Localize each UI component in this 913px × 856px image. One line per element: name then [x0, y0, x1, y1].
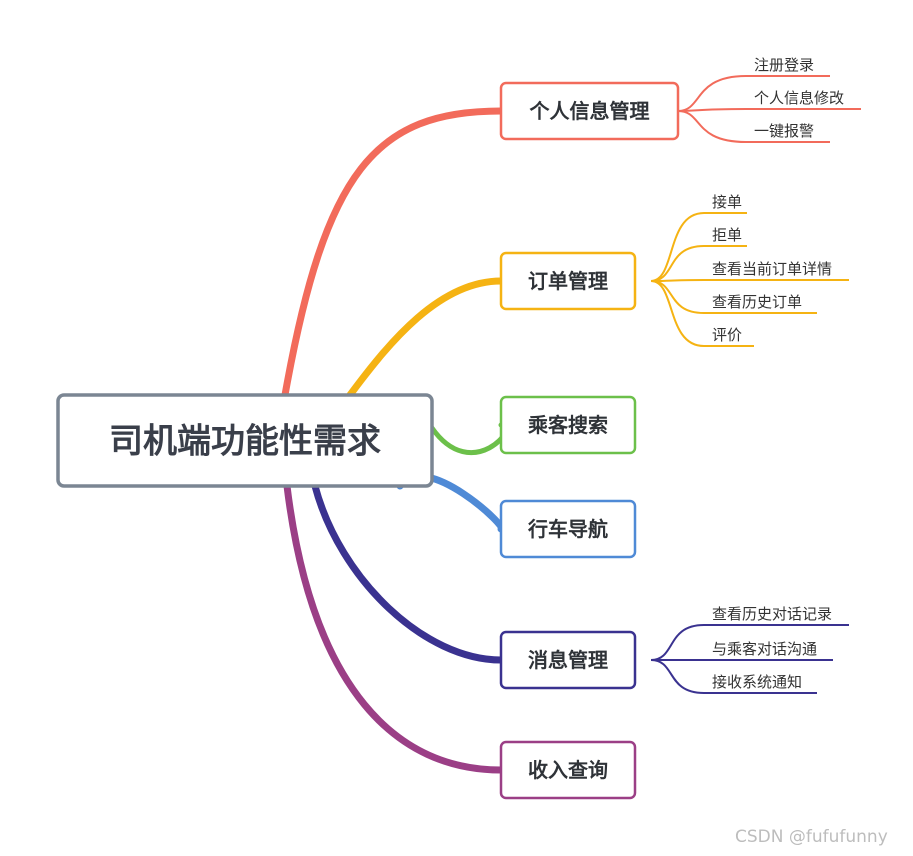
watermark-text: CSDN @fufufunny [735, 827, 888, 847]
connector-messages-leaf [650, 624, 705, 661]
leaf-node-messages[interactable]: 与乘客对话沟通 [712, 640, 817, 658]
branch-node-messages[interactable] [499, 630, 637, 690]
leaf-node-personal[interactable]: 一键报警 [754, 122, 814, 140]
branch-node-passenger-search[interactable] [499, 395, 637, 455]
branch-node-label-navigation: 行车导航 [527, 517, 608, 541]
connector-personal-leaf [677, 75, 747, 112]
connector-root-personal [281, 107, 505, 399]
connector-root-income [283, 482, 505, 774]
connector-messages-leaf [650, 659, 705, 694]
branch-node-navigation[interactable] [499, 499, 637, 559]
leaf-node-orders[interactable]: 查看当前订单详情 [712, 260, 832, 278]
connector-orders-leaf [650, 245, 705, 282]
branch-node-label-orders: 订单管理 [528, 269, 608, 293]
branch-node-label-messages: 消息管理 [528, 648, 608, 672]
leaf-node-messages[interactable]: 查看历史对话记录 [712, 605, 832, 623]
leaf-node-personal[interactable]: 个人信息修改 [754, 89, 844, 107]
leaf-node-orders[interactable]: 拒单 [712, 226, 742, 244]
leaf-node-personal[interactable]: 注册登录 [754, 56, 814, 74]
connector-orders-leaf [650, 280, 705, 347]
connector-root-passenger-search [429, 422, 509, 456]
connector-orders-leaf [650, 280, 705, 314]
connector-orders-leaf [650, 212, 705, 282]
connector-root-messages [311, 482, 505, 664]
root-node-label: 司机端功能性需求 [109, 422, 381, 462]
connector-orders-leaf [650, 279, 705, 282]
leaf-node-messages[interactable]: 接收系统通知 [712, 673, 802, 691]
leaf-node-orders[interactable]: 评价 [712, 326, 742, 344]
branch-node-income[interactable] [499, 740, 637, 800]
branch-node-orders[interactable] [499, 251, 637, 311]
leaf-node-orders[interactable]: 接单 [712, 193, 742, 211]
branch-node-label-income: 收入查询 [528, 758, 608, 782]
connector-layer [281, 75, 861, 774]
root-node[interactable] [56, 393, 434, 488]
leaf-node-orders[interactable]: 查看历史订单 [712, 293, 802, 311]
branch-node-personal[interactable] [499, 81, 680, 141]
branch-node-label-personal: 个人信息管理 [529, 99, 650, 123]
branch-node-label-passenger-search: 乘客搜索 [527, 413, 608, 437]
connector-root-orders [346, 277, 505, 399]
connector-personal-leaf [677, 110, 747, 143]
